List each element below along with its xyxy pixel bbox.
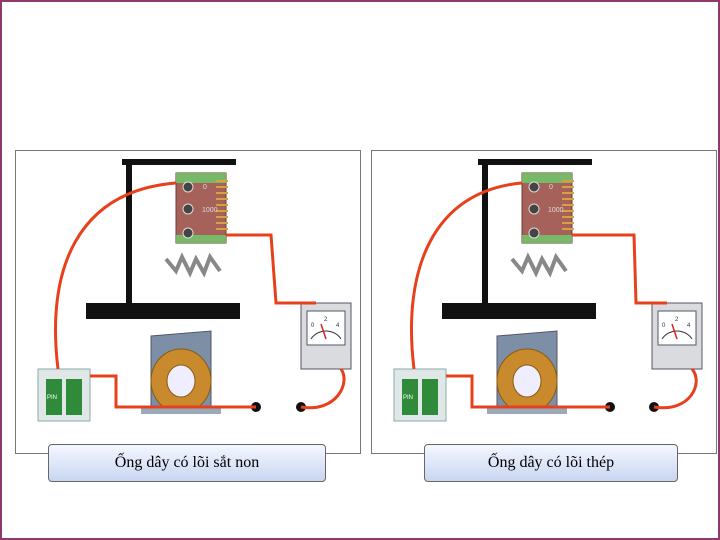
weight-label-1000: 1000 <box>548 207 564 214</box>
stand-arm <box>478 159 592 165</box>
apparatus-diagram-right: 0 1000 PIN 0 2 4 <box>393 159 703 422</box>
circuit-wires <box>410 181 698 410</box>
weight-label-1000: 1000 <box>202 207 218 214</box>
experiment-panel-right: 0 1000 PIN 0 2 4 <box>371 150 717 454</box>
stand-base <box>86 303 240 319</box>
weight-label-0: 0 <box>203 184 207 191</box>
svg-text:2: 2 <box>324 317 328 323</box>
svg-text:0: 0 <box>311 323 315 329</box>
apparatus-diagram-left: 0 1000 PIN 0 2 4 <box>37 159 352 422</box>
stand-pole <box>126 161 132 306</box>
caption-soft-iron-core: Ống dây có lõi sắt non <box>48 444 326 482</box>
weight-label-0: 0 <box>549 184 553 191</box>
stand-arm <box>122 159 236 165</box>
svg-text:4: 4 <box>687 323 691 329</box>
stand-base <box>442 303 596 319</box>
paperclips <box>510 252 568 278</box>
svg-text:PIN: PIN <box>47 395 57 401</box>
caption-steel-core: Ống dây có lõi thép <box>424 444 678 482</box>
experiment-panel-left: 0 1000 PIN 0 2 4 <box>15 150 361 454</box>
svg-text:4: 4 <box>336 323 340 329</box>
paperclips <box>164 252 222 278</box>
svg-text:0: 0 <box>662 323 666 329</box>
stand-pole <box>482 161 488 306</box>
battery-holder <box>393 368 447 422</box>
svg-text:2: 2 <box>675 317 679 323</box>
battery-cell <box>46 379 62 415</box>
battery-holder <box>37 368 91 422</box>
circuit-wires <box>54 181 346 410</box>
battery-cell <box>402 379 418 415</box>
svg-text:PIN: PIN <box>403 395 413 401</box>
